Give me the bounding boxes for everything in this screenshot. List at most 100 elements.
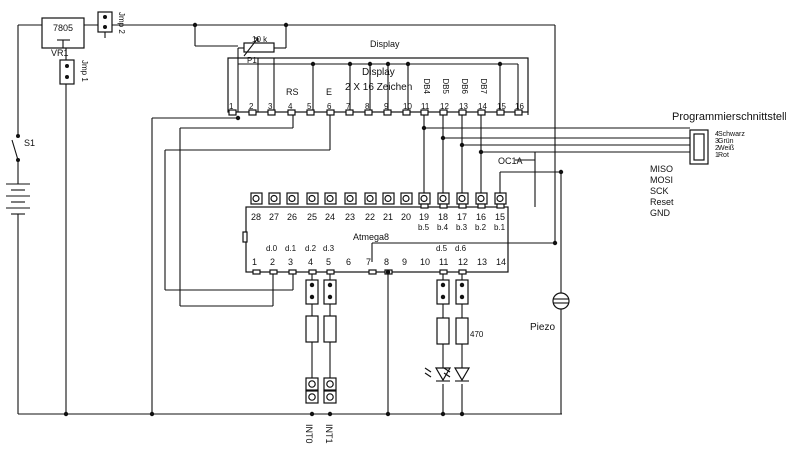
vr1-label: VR1: [51, 48, 69, 58]
junction-dot: [235, 115, 241, 121]
programmer-pin-number: 2: [715, 145, 719, 152]
mcu-port-label: d.0: [266, 244, 278, 253]
switch-label: S1: [24, 138, 35, 148]
switch-s1: S1: [11, 134, 35, 162]
regulator-label: 7805: [53, 23, 73, 33]
resistors: [305, 315, 469, 345]
junction-dot: [459, 294, 465, 300]
programmer-pin-number: 4: [715, 131, 719, 138]
programmer-wire-color: Weiß: [718, 145, 734, 152]
resistor: [436, 317, 450, 345]
terminal-screw: [458, 194, 466, 203]
piezo-buzzer: Piezo: [530, 292, 570, 333]
mcu-bottom-pin-number: 2: [270, 257, 275, 267]
lcd-display: Display Display 2 X 16 Zeichen RS E DB4 …: [227, 39, 529, 116]
junction-dot: [149, 411, 155, 417]
pot-label: P1: [247, 56, 257, 65]
junction-dot: [327, 282, 333, 288]
programmer-wire-color: Rot: [718, 152, 729, 159]
jumper-1-label: Jmp 1: [80, 60, 89, 82]
jumper: [455, 279, 469, 305]
potentiometer-p1: 10 k P1: [243, 35, 275, 65]
leds: [424, 367, 471, 382]
mcu-bottom-pin-number: 13: [477, 257, 487, 267]
display-pin-pad: [458, 109, 467, 116]
display-pin-number: 4: [288, 102, 293, 111]
junction-dot: [385, 269, 391, 275]
mcu-pin-pad: [326, 269, 335, 275]
junction-dot: [405, 61, 411, 67]
mcu-top-pin-number: 24: [325, 212, 335, 222]
mcu-pin-pad: [477, 203, 486, 209]
display-pin-number: 13: [459, 102, 468, 111]
terminal-screw: [402, 194, 410, 203]
programmer-pin-number: 1: [715, 152, 719, 159]
programmer-wire-color: Grün: [718, 138, 734, 145]
programmer-title: Programmierschnittstelle: [672, 111, 786, 123]
mcu-bottom-pin-number: 5: [326, 257, 331, 267]
display-pin-number: 9: [384, 102, 389, 111]
int-terminals: [305, 377, 337, 404]
display-pin-pad: [514, 109, 523, 116]
mcu-top-pin-number: 18: [438, 212, 448, 222]
display-pin-pad: [420, 109, 429, 116]
battery: [6, 183, 30, 215]
mcu-bottom-pin-number: 4: [308, 257, 313, 267]
display-pin-number: 11: [421, 102, 430, 111]
terminal-screw: [346, 194, 354, 203]
mcu-top-pin-number: 17: [457, 212, 467, 222]
mcu-pin-pad: [439, 269, 448, 275]
components: 7805 VR1 Jmp 2 Jmp 1 S1: [6, 11, 786, 444]
junction-dot: [440, 294, 446, 300]
display-pin-pad: [345, 109, 354, 116]
jumper-2: Jmp 2: [97, 11, 126, 34]
led-body: [434, 367, 452, 382]
junction-dot: [327, 294, 333, 300]
junction-dot: [421, 125, 427, 131]
mcu-port-label: d.5: [436, 244, 448, 253]
resistor: [455, 317, 469, 345]
junction-dot: [459, 142, 465, 148]
pot-value: 10 k: [252, 35, 268, 44]
mcu-port-label: b.5: [418, 223, 430, 232]
mcu-top-pin-number: 20: [401, 212, 411, 222]
programmer-signal: MOSI: [650, 175, 673, 185]
mcu-port-label: d.1: [285, 244, 297, 253]
mcu-bottom-pin-number: 6: [346, 257, 351, 267]
mcu-pin-pad: [439, 203, 448, 209]
junction-dot: [385, 61, 391, 67]
mcu-pin-pad: [496, 203, 505, 209]
display-pin-pad: [306, 109, 315, 116]
jumper-1: Jmp 1: [59, 59, 89, 85]
mcu-port-label: d.3: [323, 244, 335, 253]
display-signal-db4: DB4: [422, 78, 431, 94]
terminal-screw: [326, 393, 334, 401]
terminal-screw: [439, 194, 447, 203]
mcu-port-label: b.3: [456, 223, 468, 232]
programmer-pin-number: 3: [715, 138, 719, 145]
mcu-pin-pad: [252, 269, 261, 275]
display-pin-number: 15: [497, 102, 506, 111]
junction-dot: [192, 22, 198, 28]
display-subtitle: 2 X 16 Zeichen: [345, 82, 412, 93]
display-signal-rs: RS: [286, 87, 299, 97]
display-pin-number: 16: [515, 102, 524, 111]
display-pin-number: 7: [346, 102, 351, 111]
mcu-port-label: b.4: [437, 223, 449, 232]
terminal-screw: [496, 194, 504, 203]
mcu-port-label: b.2: [475, 223, 487, 232]
programmer-signal: GND: [650, 208, 671, 218]
mcu-pin-pad: [269, 269, 278, 275]
junction-dot: [347, 61, 353, 67]
regulator-7805: 7805 VR1: [41, 17, 85, 58]
display-outer-label: Display: [370, 39, 400, 49]
mcu-pin-pad: [288, 269, 297, 275]
wires: [17, 24, 690, 415]
terminal-screw: [308, 380, 316, 388]
mcu-bottom-pin-number: 3: [288, 257, 293, 267]
